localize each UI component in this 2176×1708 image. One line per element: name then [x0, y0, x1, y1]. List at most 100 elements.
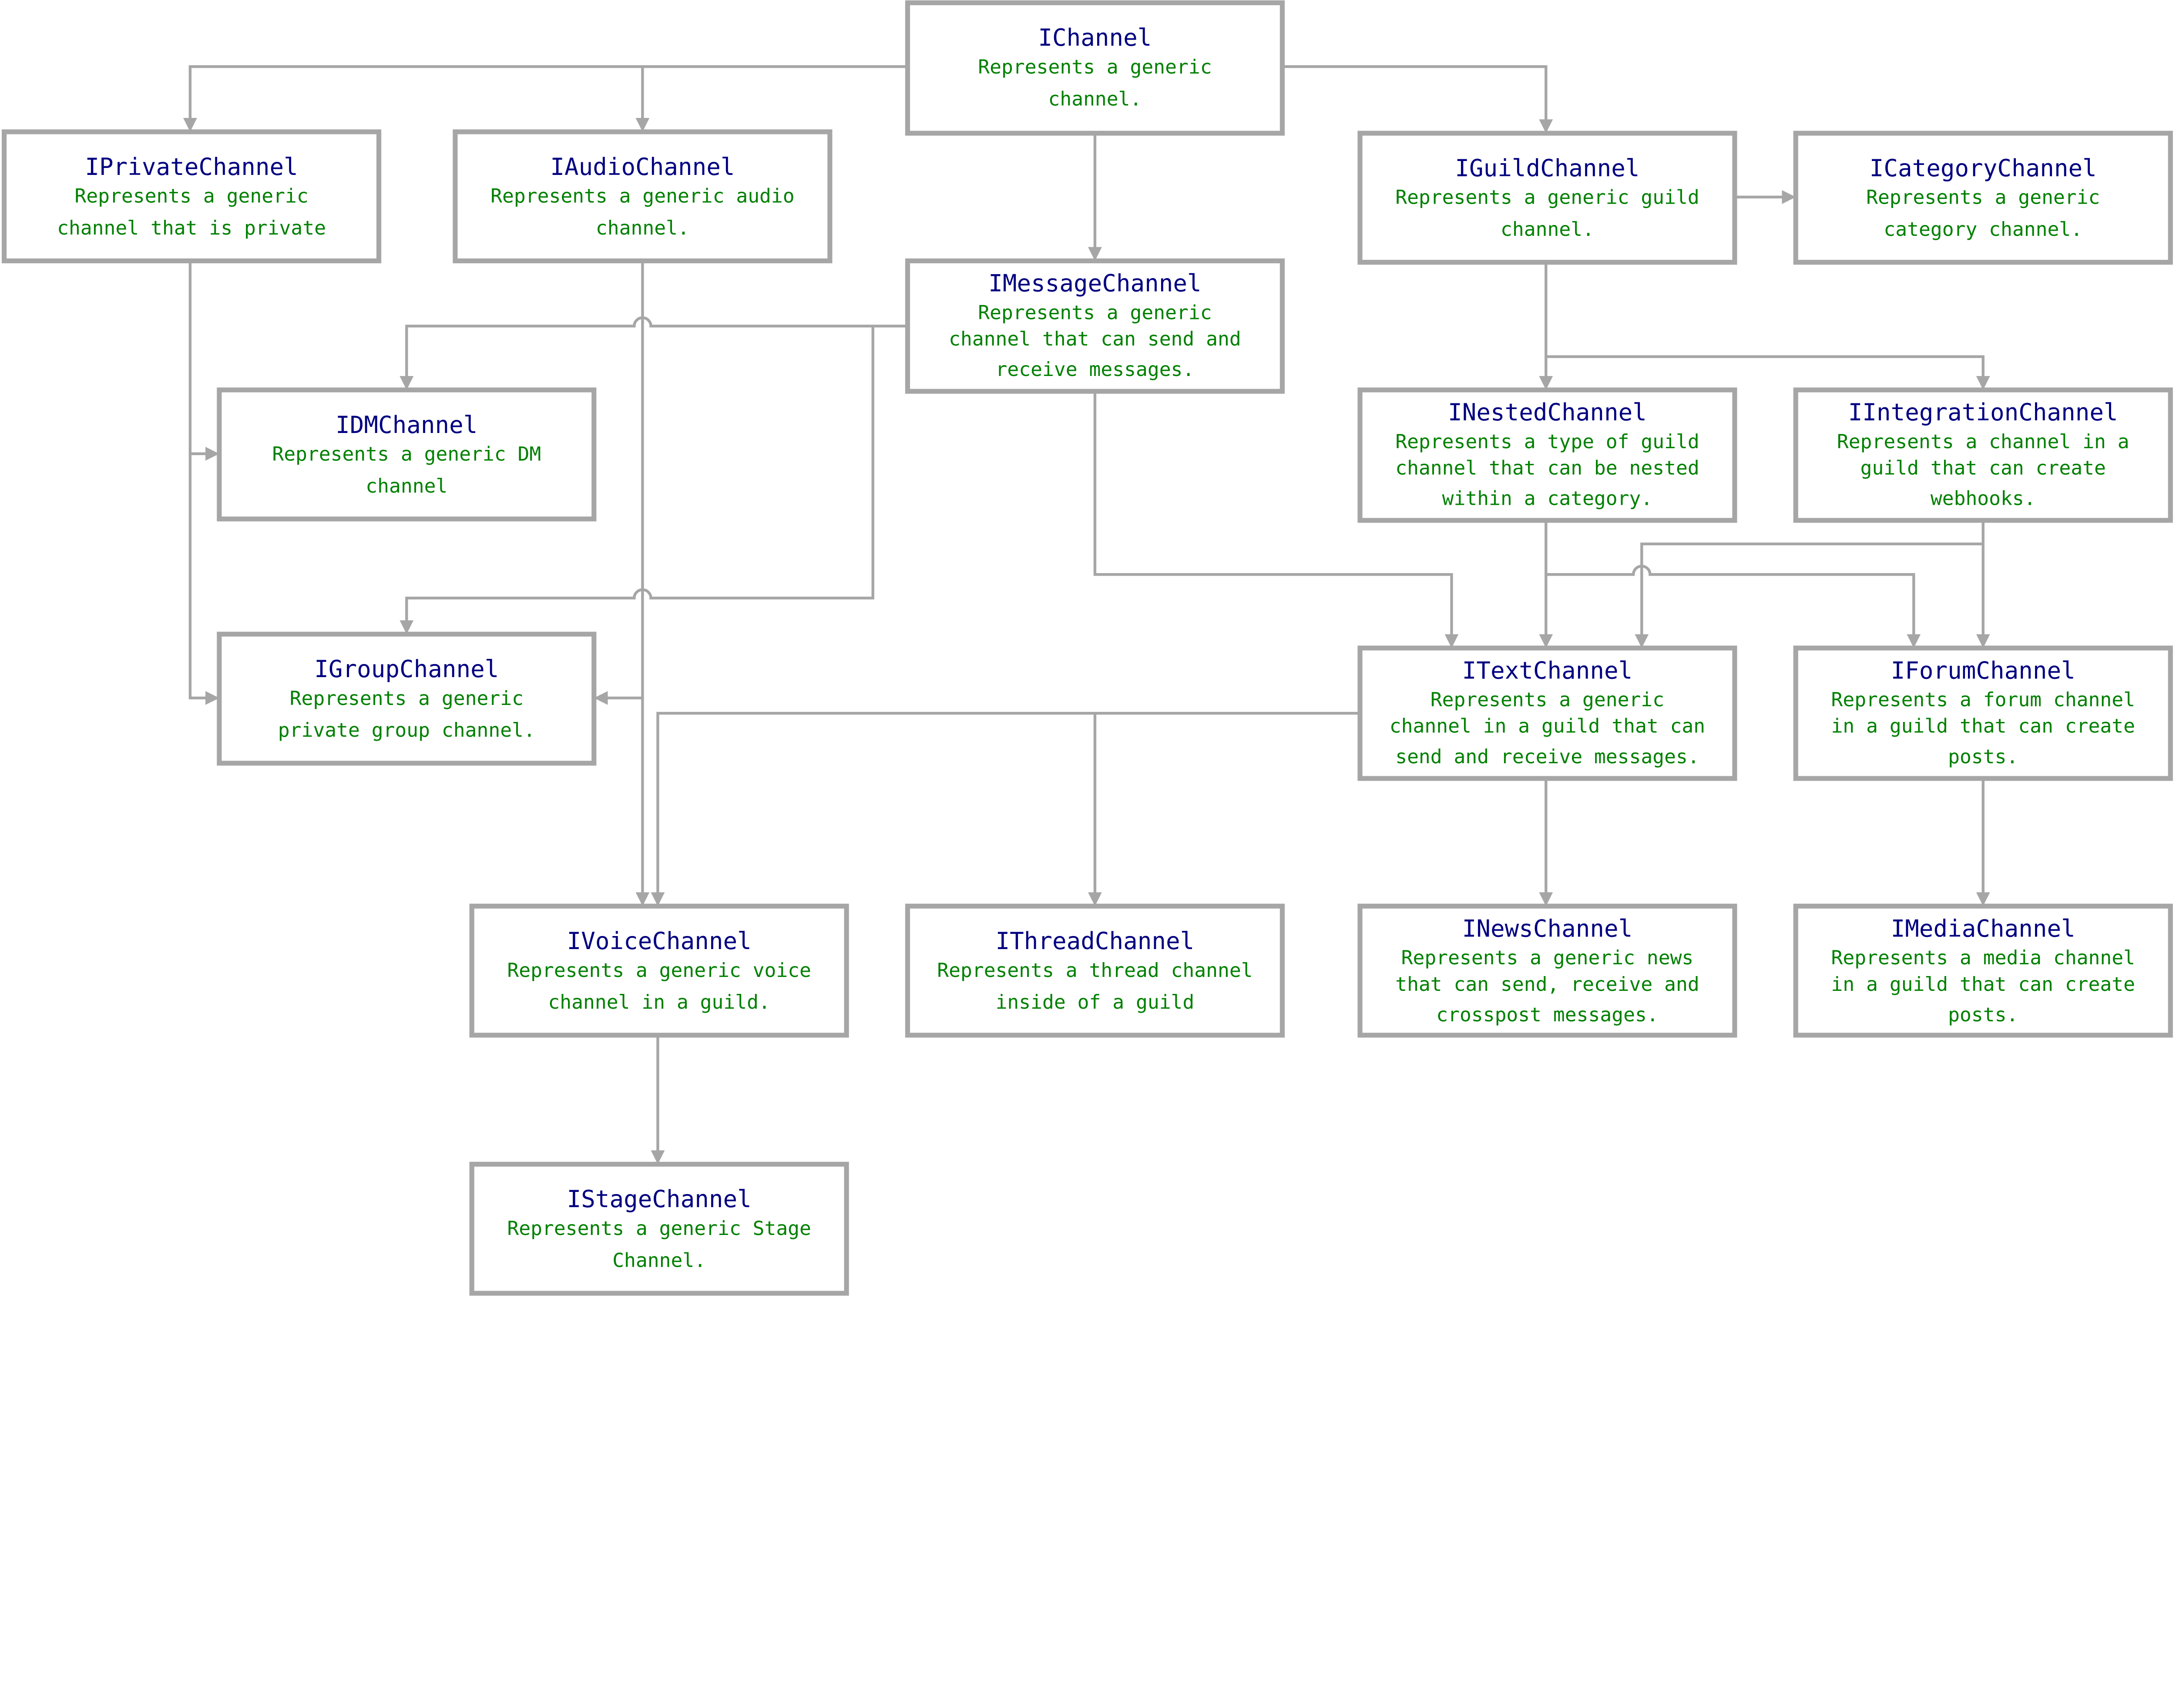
node-description-line: channel that is private — [57, 217, 326, 239]
node-title: INewsChannel — [1462, 915, 1632, 942]
node-title: IAudioChannel — [550, 153, 735, 181]
node-description-line: Represents a thread channel — [937, 959, 1253, 982]
node-title: IForumChannel — [1891, 657, 2075, 684]
node-description-line: channel — [366, 475, 447, 497]
edge-IIntegrationChannel-to-ITextChannel — [1635, 542, 1983, 648]
node-description-line: receive messages. — [996, 358, 1195, 381]
node-description-line: Represents a generic voice — [507, 959, 811, 982]
node-description-line: Represents a generic guild — [1395, 186, 1699, 209]
node-description-line: in a guild that can create — [1831, 715, 2135, 738]
node-description-line: channel in a guild that can — [1390, 715, 1705, 738]
edge-IChannel-to-IGuildChannel — [1282, 65, 1553, 134]
node-description-line: Represents a generic — [290, 687, 524, 710]
node-title: IIntegrationChannel — [1848, 399, 2118, 426]
node-box — [217, 631, 597, 766]
node-description-line: within a category. — [1442, 487, 1653, 510]
node-description-line: Represents a generic — [74, 185, 308, 208]
node-title: IMessageChannel — [988, 270, 1201, 297]
node-description-line: webhooks. — [1931, 487, 2036, 510]
edge-IChannel-to-IPrivateChannel — [183, 65, 908, 132]
edge-ITextChannel-to-IVoiceChannel — [651, 711, 1360, 906]
node-description-line: that can send, receive and — [1395, 973, 1699, 996]
node-description-line: inside of a guild — [996, 991, 1195, 1013]
node-title: ICategoryChannel — [1870, 154, 2097, 182]
node-description-line: Represents a generic news — [1401, 946, 1694, 969]
node-box — [1357, 903, 1737, 1038]
node-description-line: send and receive messages. — [1395, 745, 1699, 768]
node-description-line: channel. — [1048, 87, 1142, 110]
node-description-line: channel that can send and — [949, 328, 1241, 350]
edge-IGuildChannel-to-IIntegrationChannel — [1546, 355, 1990, 390]
node-description-line: Represents a channel in a — [1837, 430, 2129, 453]
node-box — [1793, 903, 2173, 1038]
node-box — [1, 129, 382, 264]
node-title: IThreadChannel — [996, 927, 1195, 955]
node-box — [469, 1161, 849, 1296]
node-title: IStageChannel — [567, 1185, 752, 1213]
edge-IPrivateChannel-to-IDMChannel — [188, 261, 219, 461]
node-description-line: in a guild that can create — [1831, 973, 2135, 996]
node-title: INestedChannel — [1448, 399, 1647, 426]
node-title: IPrivateChannel — [85, 153, 298, 181]
node-description-line: Represents a media channel — [1831, 946, 2135, 969]
node-box — [905, 258, 1285, 394]
node-description-line: category channel. — [1884, 218, 2082, 241]
edge-IMessageChannel-to-IDMChannel — [400, 316, 908, 390]
node-box — [905, 0, 1285, 136]
node-description-line: Represents a forum channel — [1831, 688, 2135, 711]
node-description-line: Represents a generic — [978, 301, 1212, 324]
node-title: IMediaChannel — [1891, 915, 2075, 942]
node-description-line: private group channel. — [278, 719, 535, 742]
node-description-line: crosspost messages. — [1436, 1003, 1658, 1026]
node-box — [1357, 131, 1737, 265]
node-box — [453, 129, 833, 264]
node-box — [217, 387, 597, 522]
node-title: IChannel — [1038, 24, 1152, 51]
edges-layer — [183, 65, 1990, 1164]
node-box — [1357, 645, 1737, 781]
edge-INestedChannel-to-IForumChannel — [1546, 564, 1921, 648]
node-title: IVoiceChannel — [567, 927, 752, 955]
node-title: IGroupChannel — [314, 655, 499, 683]
node-title: IGuildChannel — [1455, 154, 1639, 182]
node-description-line: Represents a type of guild — [1395, 430, 1699, 453]
edge-IMessageChannel-to-ITextChannel — [1093, 391, 1459, 648]
node-description-line: posts. — [1948, 745, 2018, 768]
node-description-line: channel. — [1501, 218, 1594, 241]
node-description-line: Represents a generic Stage — [507, 1217, 811, 1240]
node-box — [905, 903, 1285, 1038]
node-description-line: channel that can be nested — [1395, 457, 1699, 480]
node-box — [1793, 645, 2173, 781]
node-box — [1357, 387, 1737, 523]
node-description-line: Represents a generic — [978, 56, 1212, 78]
node-title: IDMChannel — [336, 411, 477, 439]
node-description-line: posts. — [1948, 1003, 2018, 1026]
node-description-line: channel. — [596, 217, 689, 239]
node-description-line: Represents a generic — [1431, 688, 1664, 711]
node-box — [1793, 387, 2173, 523]
node-description-line: Represents a generic audio — [490, 185, 795, 208]
node-description-line: channel in a guild. — [548, 991, 770, 1013]
node-title: ITextChannel — [1462, 657, 1632, 684]
node-box — [469, 903, 849, 1038]
node-box — [1793, 131, 2173, 265]
edge-IPrivateChannel-to-IGroupChannel — [188, 453, 219, 705]
node-description-line: Represents a generic — [1866, 186, 2100, 209]
